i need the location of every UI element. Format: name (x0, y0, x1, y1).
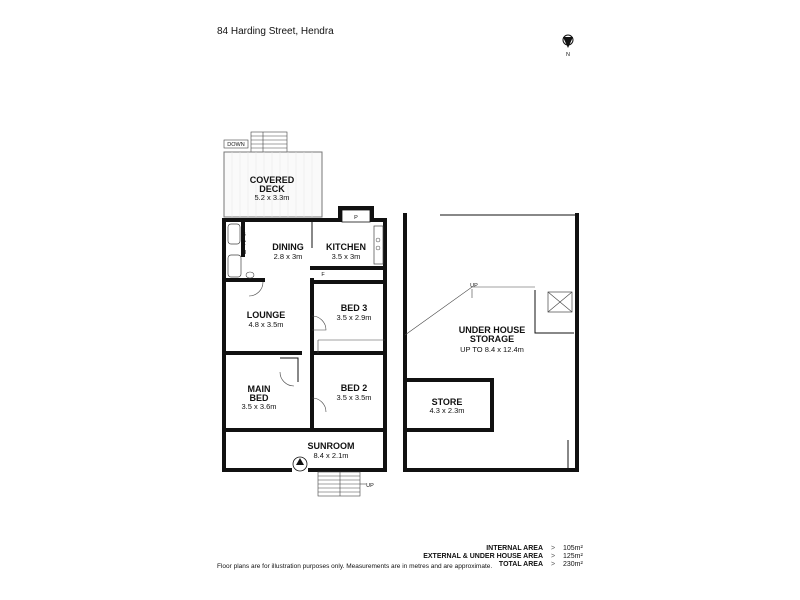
north-compass-icon: N (562, 34, 574, 58)
bath-label-b: B (242, 232, 246, 238)
bed2-dims: 3.5 x 3.5m (336, 393, 371, 402)
covered-deck-name-1: COVERED (250, 175, 295, 185)
fridge-label: F (321, 272, 325, 278)
lounge-name: LOUNGE (247, 310, 286, 320)
deck-stairs (250, 131, 288, 153)
under-house-name-2: STORAGE (470, 334, 514, 344)
covered-deck: COVERED DECK 5.2 x 3.3m (223, 151, 323, 218)
down-label-box: DOWN (223, 139, 249, 149)
bath-fixtures (227, 223, 255, 279)
stairs-up-label: UP (366, 483, 374, 489)
bath-label-a: A (242, 238, 246, 244)
area-row: INTERNAL AREA > 105m² (423, 545, 585, 553)
area-arrow: > (550, 561, 556, 568)
covered-deck-dims: 5.2 x 3.3m (254, 193, 289, 202)
store-dims: 4.3 x 2.3m (429, 406, 464, 415)
pantry-label: P (354, 215, 358, 221)
main-bed-name-1: MAIN (248, 384, 271, 394)
area-value: 125m² (563, 553, 583, 560)
area-label: INTERNAL AREA (486, 545, 543, 552)
main-bed-dims: 3.5 x 3.6m (241, 402, 276, 411)
dining-name: DINING (272, 242, 304, 252)
entry-arrow-icon (292, 456, 308, 472)
area-label: EXTERNAL & UNDER HOUSE AREA (423, 553, 543, 560)
main-house-walls (222, 206, 387, 472)
dining-dims: 2.8 x 3m (274, 252, 303, 261)
covered-deck-name-2: DECK (259, 184, 285, 194)
area-label: TOTAL AREA (498, 561, 543, 568)
pantry: P (341, 209, 371, 223)
property-address: 84 Harding Street, Hendra (217, 26, 334, 37)
bed3-name: BED 3 (341, 303, 368, 313)
bed3-dims: 3.5 x 2.9m (336, 313, 371, 322)
area-row: EXTERNAL & UNDER HOUSE AREA > 125m² (423, 553, 585, 561)
door-swings (248, 281, 327, 413)
svg-text:N: N (566, 52, 570, 58)
lounge-dims: 4.8 x 3.5m (248, 320, 283, 329)
sunroom-name: SUNROOM (308, 441, 355, 451)
kitchen-dims: 3.5 x 3m (332, 252, 361, 261)
under-house-dims: UP TO 8.4 x 12.4m (460, 345, 524, 354)
area-value: 105m² (563, 545, 583, 552)
area-arrow: > (550, 545, 556, 552)
under-house-up-label: UP (470, 283, 478, 289)
stair-hatch (547, 291, 573, 313)
down-label: DOWN (227, 142, 244, 148)
area-arrow: > (550, 553, 556, 560)
front-stairs (317, 471, 366, 497)
disclaimer: Floor plans are for illustration purpose… (217, 563, 493, 570)
area-row: TOTAL AREA > 230m² (423, 561, 585, 569)
sunroom-dims: 8.4 x 2.1m (313, 451, 348, 460)
area-value: 230m² (563, 561, 583, 568)
area-summary: INTERNAL AREA > 105m² EXTERNAL & UNDER H… (423, 545, 585, 569)
bed2-name: BED 2 (341, 383, 368, 393)
bath-label-h: H (242, 250, 246, 256)
kitchen-name: KITCHEN (326, 242, 366, 252)
main-bed-name-2: BED (249, 393, 269, 403)
bath-label-t: T (242, 244, 246, 250)
under-house-name-1: UNDER HOUSE (459, 325, 526, 335)
kitchen-bench (373, 225, 384, 265)
under-house-walls (403, 213, 579, 472)
store-name: STORE (432, 397, 463, 407)
